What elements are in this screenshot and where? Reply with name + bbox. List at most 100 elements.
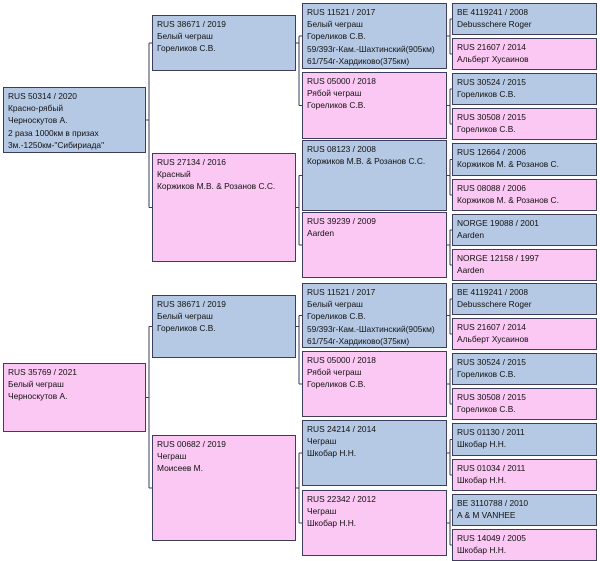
bird-info-line: Aarden [457, 230, 485, 241]
bird-info-line: RUS 30508 / 2015 [457, 392, 526, 402]
bird-info-line: RUS 30524 / 2015 [457, 357, 526, 367]
bird-info-line: RUS 39239 / 2009 [307, 216, 376, 226]
bird-info-line: Гореликов С.В. [307, 100, 366, 111]
bird-info-line: RUS 05000 / 2018 [307, 76, 376, 86]
bird-info-line: Гореликов С.В. [457, 124, 516, 135]
bird-info-line: RUS 24214 / 2014 [307, 424, 376, 434]
bird-info-line: RUS 21607 / 2014 [457, 42, 526, 52]
bird-info-line: Красный [157, 169, 191, 180]
bird-info-line: RUS 30524 / 2015 [457, 77, 526, 87]
bird-info-line: 2 раза 1000км в призах [8, 127, 99, 138]
bird-info-line: Рябой чеграш [307, 367, 362, 378]
bird-info-line: Белый чеграш [8, 379, 64, 390]
bird-info-line: Коржиков М. & Розанов С. [457, 195, 559, 206]
great-grandparent-card: BE 3110788 / 2010 A & M VANHEE [452, 494, 597, 526]
bird-info-line: Белый чеграш [157, 31, 213, 42]
bird-info-line: Гореликов С.В. [157, 323, 216, 334]
bird-info-line: RUS 01130 / 2011 [457, 427, 525, 437]
bird-info-line: RUS 08123 / 2008 [307, 144, 376, 154]
bird-info-line: RUS 11521 / 2017 [307, 287, 376, 297]
bird-info-line: BE 4119241 / 2008 [457, 287, 529, 297]
bird-info-line: Рябой чеграш [307, 88, 362, 99]
bird-info-line: Шкобар Н.Н. [457, 439, 507, 450]
bird-info-line: Белый чеграш [307, 19, 363, 30]
bird-info-line: Чеграш [157, 451, 187, 462]
bird-info-line: 59/393г-Кам.-Шахтинский(905км) [307, 323, 435, 334]
bird-info-line: Aarden [307, 228, 335, 239]
bird-info-line: RUS 35769 / 2021 [8, 367, 77, 377]
bird-info-line: Гореликов С.В. [457, 369, 516, 380]
bird-info-line: NORGE 12158 / 1997 [457, 253, 539, 263]
bird-info-line: Чеграш [307, 436, 337, 447]
bird-info-line: Черноскутов А. [8, 391, 68, 402]
bird-info-line: 61/754г-Хардиково(375км) [307, 55, 410, 66]
bird-info-line: 59/393г-Кам.-Шахтинский(905км) [307, 43, 435, 54]
bird-info-line: Debusschere Roger [457, 19, 532, 30]
bird-info-line: Белый чеграш [307, 299, 363, 310]
bird-info-line: Моисеев М. [157, 463, 203, 474]
bird-info-line: Debusschere Roger [457, 299, 532, 310]
bird-info-line: Гореликов С.В. [307, 379, 366, 390]
bird-info-line: Чеграш [307, 506, 337, 517]
bird-info-line: Черноскутов А. [8, 115, 68, 126]
bird-info-line: Белый чеграш [157, 311, 213, 322]
bird-info-line: Коржиков М.В. & Розанов С.С. [157, 181, 276, 192]
bird-info-line: RUS 50314 / 2020 [8, 91, 77, 101]
bird-info-line: Коржиков М.В. & Розанов С.С. [307, 156, 426, 167]
bird-info-line: RUS 08088 / 2006 [457, 183, 526, 193]
bird-info-line: RUS 11521 / 2017 [307, 7, 376, 17]
bird-info-line: Альберт Хусаинов [457, 54, 529, 65]
bird-info-line: RUS 05000 / 2018 [307, 355, 376, 365]
bird-info-line: Гореликов С.В. [307, 311, 366, 322]
bird-info-line: A & M VANHEE [457, 510, 516, 521]
bird-info-line: RUS 21607 / 2014 [457, 322, 526, 332]
bird-info-line: BE 3110788 / 2010 [457, 498, 529, 508]
bird-info-line: Шкобар Н.Н. [457, 545, 507, 556]
bird-info-line: Aarden [457, 265, 485, 276]
bird-info-line: RUS 14049 / 2005 [457, 533, 526, 543]
bird-info-line: RUS 30508 / 2015 [457, 112, 526, 122]
bird-info-line: RUS 12664 / 2006 [457, 147, 526, 157]
bird-info-line: 61/754г-Хардиково(375км) [307, 335, 410, 346]
bird-info-line: Гореликов С.В. [457, 404, 516, 415]
bird-info-line: BE 4119241 / 2008 [457, 7, 529, 17]
bird-info-line: Шкобар Н.Н. [307, 518, 357, 529]
bird-info-line: RUS 00682 / 2019 [157, 439, 226, 449]
bird-info-line: Гореликов С.В. [457, 89, 516, 100]
bird-info-line: Коржиков М. & Розанов С. [457, 159, 559, 170]
bird-info-line: Красно-рябый [8, 103, 64, 114]
bird-info-line: Гореликов С.В. [307, 31, 366, 42]
bird-info-line: Шкобар Н.Н. [307, 448, 357, 459]
bird-info-line: Шкобар Н.Н. [457, 475, 507, 486]
